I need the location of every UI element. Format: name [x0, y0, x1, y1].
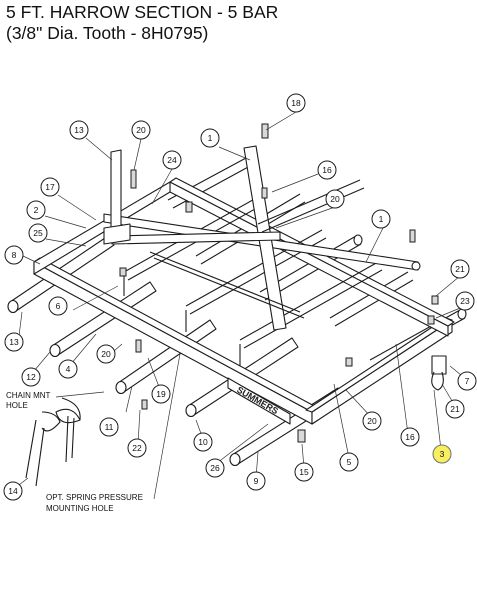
callout-20: 20 [131, 120, 151, 140]
callout-20-d: 20 [362, 411, 382, 431]
callout-19: 19 [151, 384, 171, 404]
spring-pressure-note-line-2: MOUNTING HOLE [46, 504, 114, 513]
tooth-bars [7, 157, 467, 467]
svg-text:20: 20 [330, 194, 340, 204]
bolt-19 [135, 339, 142, 353]
svg-text:14: 14 [8, 486, 18, 496]
notes: CHAIN MNT HOLE OPT. SPRING PRESSURE MOUN… [6, 391, 143, 513]
callout-18: 18 [286, 93, 306, 113]
svg-text:6: 6 [56, 301, 61, 311]
tooth-bar-2 [49, 193, 306, 358]
bracket-15 [297, 429, 306, 443]
svg-text:1: 1 [208, 133, 213, 143]
svg-text:2: 2 [34, 205, 39, 215]
nut-6 [119, 267, 127, 277]
svg-text:4: 4 [66, 364, 71, 374]
callout-5: 5 [339, 452, 359, 472]
callout-21-b: 21 [445, 399, 465, 419]
callout-20-b: 20 [325, 189, 345, 209]
svg-text:9: 9 [254, 476, 259, 486]
callout-8: 8 [4, 245, 24, 265]
pressure-post [103, 149, 131, 245]
callout-3-highlighted[interactable]: 3 [432, 444, 452, 464]
svg-text:13: 13 [9, 337, 19, 347]
svg-text:17: 17 [45, 182, 55, 192]
callout-14: 14 [3, 481, 23, 501]
svg-text:5: 5 [347, 457, 352, 467]
callout-25: 25 [28, 223, 48, 243]
svg-text:22: 22 [132, 443, 142, 453]
svg-text:21: 21 [450, 404, 460, 414]
callout-23: 23 [455, 291, 475, 311]
svg-text:21: 21 [455, 264, 465, 274]
callout-6: 6 [48, 296, 68, 316]
chain-mount-note-line-1: CHAIN MNT [6, 391, 51, 400]
svg-text:16: 16 [322, 165, 332, 175]
title-line-1: 5 FT. HARROW SECTION - 5 BAR [6, 2, 279, 22]
svg-text:16: 16 [405, 432, 415, 442]
callout-7: 7 [457, 371, 477, 391]
bolt-24 [185, 201, 193, 213]
callout-20-c: 20 [96, 344, 116, 364]
callout-4: 4 [58, 359, 78, 379]
callout-13: 13 [69, 120, 89, 140]
svg-text:24: 24 [167, 155, 177, 165]
svg-text:19: 19 [156, 389, 166, 399]
callout-9: 9 [246, 471, 266, 491]
callout-16-b: 16 [400, 427, 420, 447]
nut-20 [345, 357, 353, 367]
nut-21 [431, 295, 439, 305]
callout-16: 16 [317, 160, 337, 180]
svg-text:15: 15 [299, 467, 309, 477]
callout-21: 21 [450, 259, 470, 279]
nut-22 [141, 399, 148, 410]
nut-16 [261, 187, 268, 199]
callout-2: 2 [26, 200, 46, 220]
callouts: 18 13 20 1 24 16 17 2 20 25 1 8 21 23 6 … [3, 93, 477, 501]
callout-17: 17 [40, 177, 60, 197]
callout-24: 24 [162, 150, 182, 170]
callout-22: 22 [127, 438, 147, 458]
hitch-assembly [103, 123, 439, 443]
svg-text:18: 18 [291, 98, 301, 108]
svg-text:20: 20 [367, 416, 377, 426]
harrow-frame: SUMMERS [33, 177, 455, 425]
svg-text:1: 1 [379, 214, 384, 224]
callout-26: 26 [205, 458, 225, 478]
callout-13-b: 13 [4, 332, 24, 352]
callout-10: 10 [193, 432, 213, 452]
chain-mount-note-line-2: HOLE [6, 401, 28, 410]
pin-1 [409, 229, 416, 243]
callout-1: 1 [200, 128, 220, 148]
cross-struts [123, 195, 383, 366]
callout-15: 15 [294, 462, 314, 482]
svg-text:20: 20 [136, 125, 146, 135]
callout-11: 11 [99, 417, 119, 437]
spring-bracket [431, 355, 447, 391]
spring-pressure-note-line-1: OPT. SPRING PRESSURE [46, 493, 143, 502]
svg-text:26: 26 [210, 463, 220, 473]
page-title: 5 FT. HARROW SECTION - 5 BAR (3/8" Dia. … [6, 2, 278, 44]
svg-text:23: 23 [460, 296, 470, 306]
svg-text:10: 10 [198, 437, 208, 447]
svg-text:20: 20 [101, 349, 111, 359]
svg-text:3: 3 [440, 449, 445, 459]
svg-text:8: 8 [12, 250, 17, 260]
spring-tooth [25, 397, 81, 487]
svg-text:13: 13 [74, 125, 84, 135]
svg-text:7: 7 [465, 376, 470, 386]
bolt-18 [261, 123, 269, 139]
left-channel [33, 181, 171, 275]
svg-text:12: 12 [26, 372, 36, 382]
title-line-2: (3/8" Dia. Tooth - 8H0795) [6, 23, 209, 43]
svg-text:25: 25 [33, 228, 43, 238]
callout-12: 12 [21, 367, 41, 387]
bolt-20 [130, 169, 137, 189]
right-channel [305, 317, 453, 425]
washer-23 [427, 315, 435, 325]
svg-text:11: 11 [105, 422, 114, 432]
callout-1-b: 1 [371, 209, 391, 229]
